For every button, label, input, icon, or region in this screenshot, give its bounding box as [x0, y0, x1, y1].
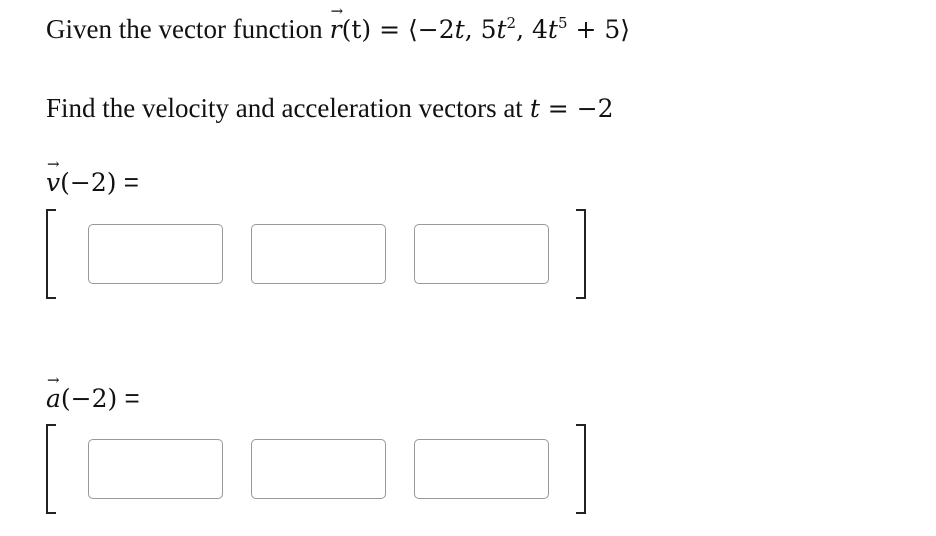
c2-coef: , 5 [464, 15, 497, 44]
acceleration-input-2[interactable] [251, 439, 386, 499]
acceleration-vector-row [46, 424, 606, 514]
velocity-arg: (−2) [60, 168, 117, 197]
acceleration-arg: (−2) [60, 384, 118, 413]
v-vector-symbol: v [46, 155, 60, 197]
task-var: t [529, 94, 540, 123]
velocity-input-1[interactable] [88, 224, 223, 284]
r-vector-symbol: r [330, 2, 344, 44]
acceleration-equals: = [117, 383, 140, 413]
velocity-left-bracket [46, 209, 56, 299]
vector-function-expression: r(t) = ⟨−2t, 5t2, 4t5 + 5⟩ [330, 2, 630, 44]
task-math: t = −2 [530, 94, 614, 123]
question-text: Given the vector function r(t) = ⟨−2t, 5… [46, 2, 630, 45]
acceleration-right-bracket [576, 424, 586, 514]
velocity-input-3[interactable] [414, 224, 549, 284]
c3-rest: + 5⟩ [567, 15, 630, 44]
task-label: Find the velocity and acceleration vecto… [46, 93, 523, 123]
acceleration-left-bracket [46, 424, 56, 514]
question-prefix: Given the vector function [46, 14, 323, 44]
velocity-vector-row [46, 209, 606, 299]
acceleration-input-3[interactable] [414, 439, 549, 499]
c2-exp: 2 [506, 14, 517, 32]
c3-coef: , 4 [516, 15, 548, 44]
task-text: Find the velocity and acceleration vecto… [46, 93, 614, 124]
velocity-right-bracket [576, 209, 586, 299]
c1-var: t [454, 15, 465, 44]
task-value: = −2 [539, 94, 614, 123]
a-vector-symbol: a [46, 371, 61, 413]
func-arg: (t) = ⟨−2 [341, 15, 455, 44]
velocity-input-2[interactable] [251, 224, 386, 284]
acceleration-input-1[interactable] [88, 439, 223, 499]
c3-var: t [547, 15, 558, 44]
acceleration-label: a(−2) = [46, 371, 140, 414]
velocity-equals: = [116, 167, 139, 197]
c2-var: t [496, 15, 507, 44]
velocity-label: v(−2) = [46, 155, 139, 198]
c3-exp: 5 [557, 14, 568, 32]
